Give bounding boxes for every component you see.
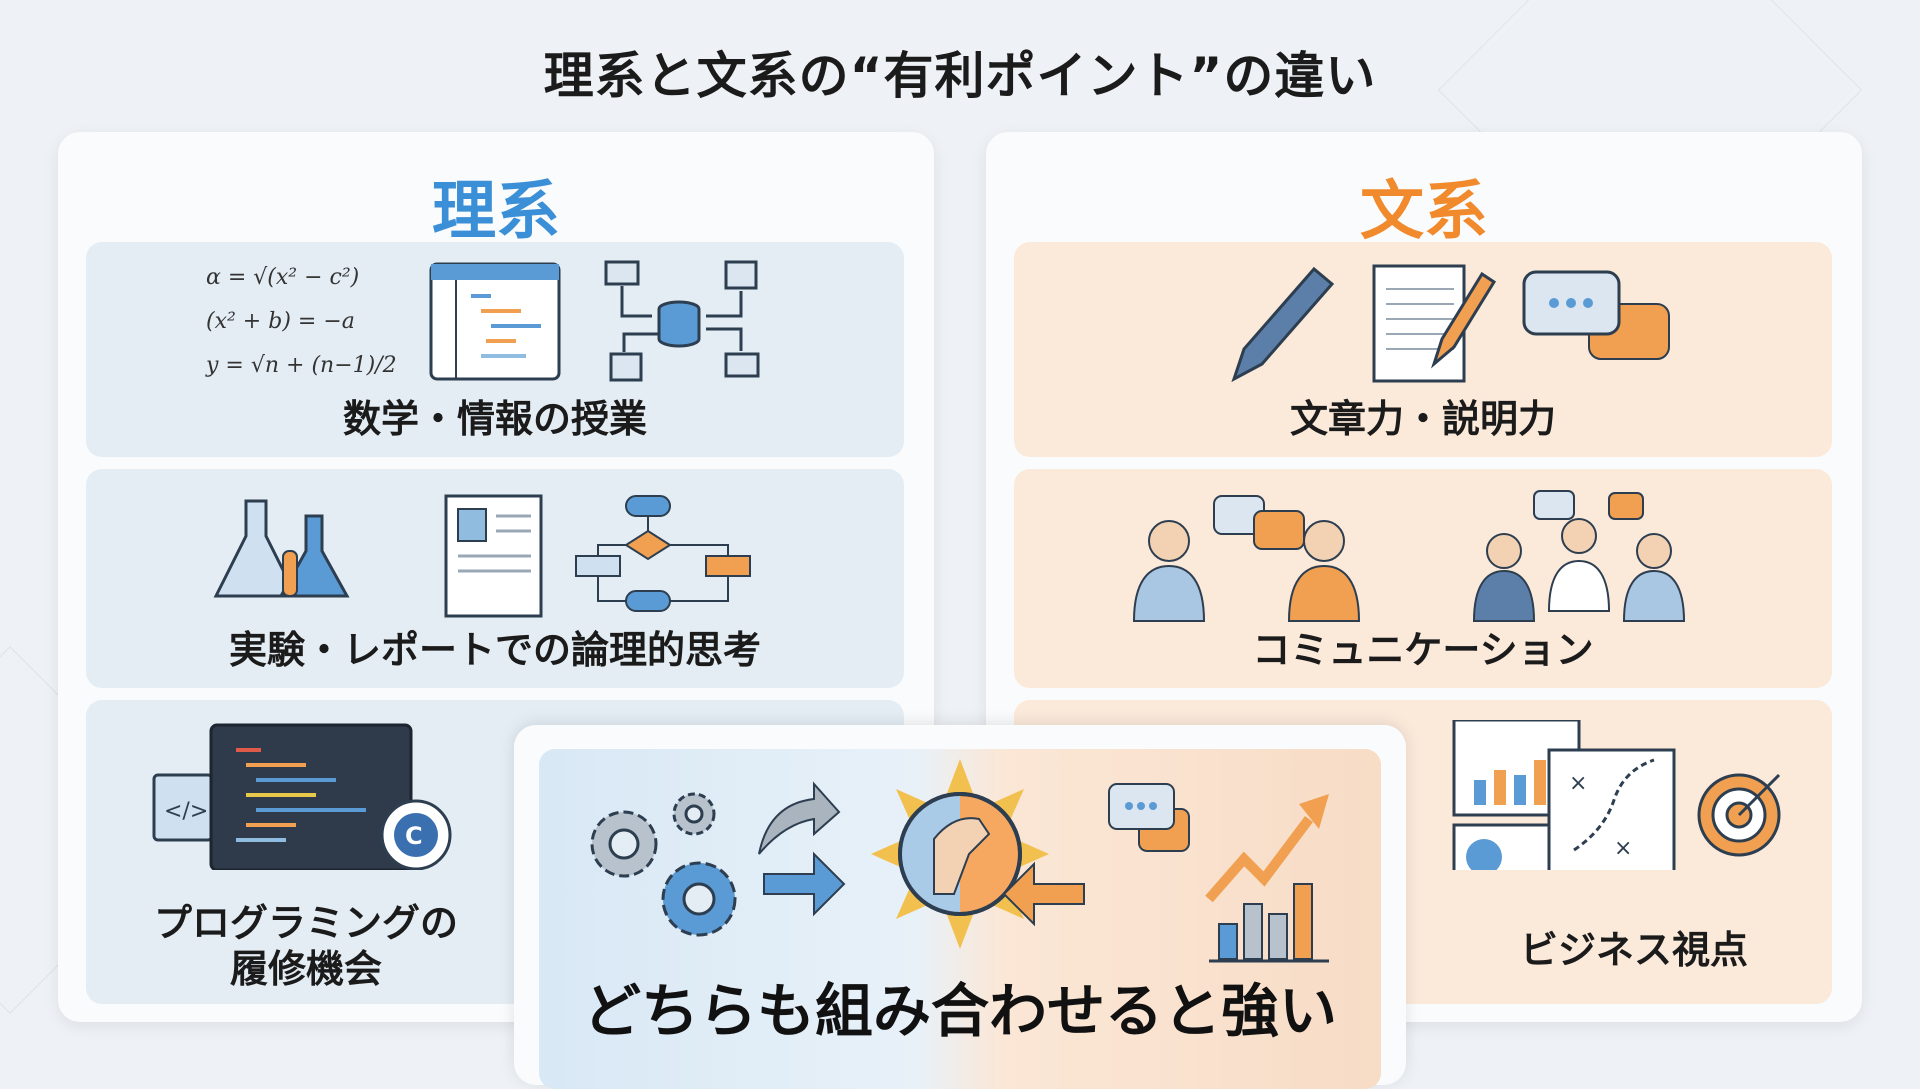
science-heading: 理系 — [432, 175, 560, 249]
science-item-experiment: 実験・レポートでの論理的思考 — [86, 469, 904, 688]
svg-text:×: × — [1614, 836, 1632, 861]
humanities-heading: 文系 — [1360, 175, 1488, 249]
people-talking-icon — [1132, 490, 1686, 622]
item-label: 数学・情報の授業 — [342, 397, 647, 441]
code-editor-icon: </> C — [152, 723, 452, 870]
gear-icon — [590, 792, 737, 937]
pen-notebook-chat-icon — [1231, 264, 1670, 383]
item-label: コミュニケーション — [1252, 628, 1594, 672]
combination-slogan: どちらも組み合わせると強い — [582, 977, 1337, 1045]
business-charts-target-icon: × × — [1452, 720, 1781, 870]
science-item-math-info: α = √(x² − c²) (x² + b) = −a y = √n + (n… — [86, 242, 904, 457]
humanities-panel: 文系 文章力・説明力 コミュニケーション — [986, 132, 1862, 1022]
svg-text:</>: </> — [164, 799, 208, 824]
item-label: ビジネス視点 — [1519, 928, 1748, 972]
flask-flowchart-icon — [213, 494, 751, 618]
code-window-icon — [429, 260, 760, 382]
item-label-line: プログラミングの — [153, 901, 458, 945]
svg-text:C: C — [405, 822, 423, 850]
page-title: 理系と文系の“有利ポイント”の違い — [543, 47, 1377, 105]
item-label: プログラミングの 履修機会 — [86, 900, 526, 992]
formula: y = √n + (n−1)/2 — [206, 353, 397, 378]
humanities-item-communication: コミュニケーション — [1014, 469, 1832, 688]
item-label: 実験・レポートでの論理的思考 — [228, 628, 761, 672]
combination-box: どちらも組み合わせると強い — [514, 725, 1406, 1089]
item-label: 文章力・説明力 — [1289, 397, 1556, 441]
formula: (x² + b) = −a — [206, 309, 355, 334]
item-label-line: 履修機会 — [229, 947, 382, 991]
humanities-item-writing: 文章力・説明力 — [1014, 242, 1832, 457]
formula: α = √(x² − c²) — [206, 265, 360, 290]
combination-inner: どちらも組み合わせると強い — [539, 749, 1381, 1089]
svg-text:×: × — [1569, 771, 1587, 796]
math-formulas: α = √(x² − c²) (x² + b) = −a y = √n + (n… — [206, 256, 397, 388]
handshake-gears-chart-icon — [590, 759, 1329, 963]
